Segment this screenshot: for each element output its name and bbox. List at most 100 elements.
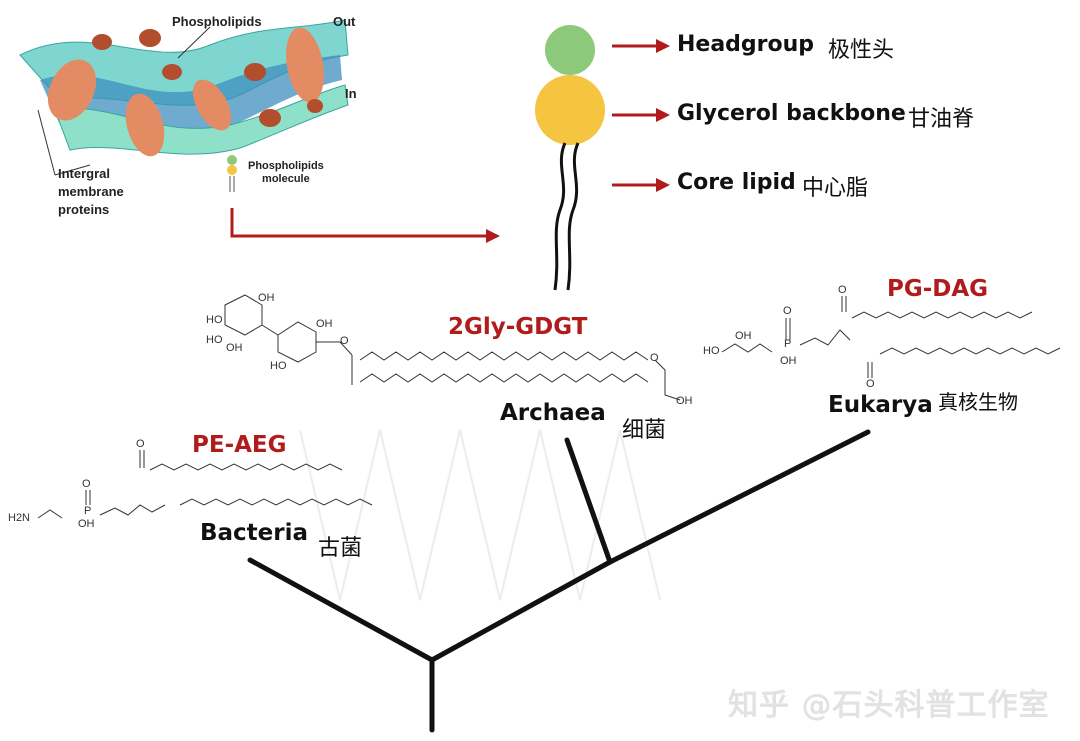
integral-protein [286, 27, 324, 103]
linker [799, 329, 851, 346]
atom-label: O [838, 284, 847, 296]
archaea-molecule-name: 2Gly-GDGT [448, 314, 588, 340]
headgroup-label: Headgroup [677, 32, 815, 57]
atom-label: OH [78, 518, 95, 530]
eukarya-cn-name: 真核生物 [938, 390, 1018, 414]
peripheral-protein [244, 63, 266, 81]
glycerol-label: Glycerol backbone [677, 101, 906, 126]
carbonyl [139, 450, 145, 468]
bacteria-molecule [37, 450, 373, 519]
headgroup-cn-label: 极性头 [828, 38, 895, 63]
atom-label: OH [780, 355, 797, 367]
atom-label: O [340, 335, 349, 347]
eukarya-chain [879, 347, 1061, 355]
atom-label: H2N [8, 512, 31, 524]
glycerol-cn-label: 甘油脊 [908, 107, 975, 132]
mini-tails [229, 176, 235, 192]
watermark: 知乎 @石头科普工作室 [728, 688, 1050, 723]
peripheral-protein [259, 109, 281, 127]
membrane-tails [40, 55, 342, 130]
molecule-label-line: Phospholipids [248, 160, 324, 172]
atom-label: P [84, 505, 92, 517]
atom-label: O [136, 438, 145, 450]
archaea-name: Archaea [500, 400, 606, 426]
atom-label: O [866, 378, 875, 390]
phosphate [785, 318, 791, 340]
tree-branch-bacteria [247, 557, 435, 663]
tree-branch-main [429, 559, 613, 663]
ethanolamine [37, 509, 63, 519]
atom-label: OH [735, 330, 752, 342]
integral-protein [47, 59, 97, 121]
atom-label: HO [206, 314, 223, 326]
mini-headgroup [227, 155, 237, 165]
atom-label: O [650, 352, 659, 364]
atom-label: OH [316, 318, 333, 330]
leader-line [54, 164, 91, 176]
phosphate [85, 490, 91, 505]
archaea-molecule [224, 294, 681, 401]
proteins-label-line: membrane [58, 184, 124, 199]
core-lipid-label: Core lipid [677, 170, 796, 195]
connector-arrowhead [486, 229, 500, 243]
bacteria-chain [149, 463, 343, 471]
archaea-chain [359, 351, 649, 361]
atom-label: HO [703, 345, 720, 357]
carbonyl [841, 296, 873, 378]
proteins-label-line: proteins [58, 202, 110, 217]
mini-backbone [227, 165, 237, 175]
atom-label: P [784, 338, 792, 350]
archaea-chain [359, 373, 649, 383]
membrane-inner-leaflet [54, 84, 349, 155]
peripheral-protein [139, 29, 161, 47]
phospholipids-label: Phospholipids [172, 14, 262, 29]
sugar-ring [277, 321, 317, 363]
part-arrow [612, 39, 670, 53]
archaea-bridge [351, 355, 681, 401]
part-arrow [612, 108, 670, 122]
bacteria-molecule-name: PE-AEG [192, 432, 287, 458]
phylogenetic-tree [247, 429, 871, 733]
core-lipid-tail [553, 142, 567, 291]
part-arrow [612, 178, 670, 192]
molecule-label: Phospholipids molecule [248, 160, 324, 186]
sugar-ring [224, 294, 263, 336]
tree-branch-eukarya [607, 429, 871, 565]
atom-label: OH [258, 292, 275, 304]
peripheral-protein [92, 34, 112, 50]
membrane-illustration [19, 19, 349, 192]
atom-label: HO [206, 334, 223, 346]
glycerol-circle [535, 75, 605, 145]
proteins-label-line: Intergral [58, 166, 111, 181]
leader-line [37, 109, 56, 176]
eukarya-name: Eukarya [828, 392, 933, 418]
atom-label: O [82, 478, 91, 490]
molecule-label-line: molecule [262, 173, 310, 185]
headgroup-circle [545, 25, 595, 75]
linker [99, 504, 166, 516]
tree-branch-archaea [564, 437, 613, 565]
out-label: Out [333, 14, 356, 29]
ring-link [261, 324, 353, 356]
integral-protein [125, 93, 165, 157]
atom-label: HO [270, 360, 287, 372]
leader-line [177, 26, 211, 59]
atom-label: OH [226, 342, 243, 354]
bacteria-name: Bacteria [200, 520, 309, 546]
archaea-cn-name: 细菌 [622, 418, 667, 443]
bacteria-cn-name: 古菌 [318, 536, 363, 561]
integral-protein [192, 79, 232, 131]
core-lipid-cn-label: 中心脂 [802, 176, 869, 201]
eukarya-molecule [721, 296, 1061, 378]
connector-arrow [230, 208, 492, 238]
core-lipid-tail [566, 142, 580, 291]
peripheral-protein [307, 99, 323, 113]
background-watermark-lines [299, 429, 661, 601]
proteins-label: Intergral membrane proteins [58, 165, 124, 219]
bacteria-chain [179, 498, 373, 506]
atom-label: OH [676, 395, 693, 407]
atom-label: O [783, 305, 792, 317]
glycerol-head [721, 343, 773, 353]
peripheral-protein [162, 64, 182, 80]
